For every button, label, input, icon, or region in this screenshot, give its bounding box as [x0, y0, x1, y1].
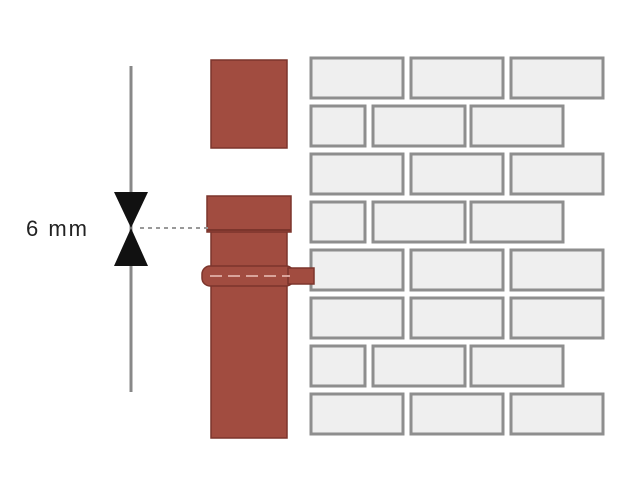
- pipe-upper-segment: [210, 59, 288, 149]
- brick: [309, 296, 405, 340]
- brick: [309, 392, 405, 436]
- brick: [371, 104, 467, 148]
- bracket-fixing: [287, 267, 315, 285]
- arrow-down-triangle-icon: [114, 192, 148, 228]
- arrow-up-triangle-icon: [114, 228, 148, 266]
- pipe-lower: [206, 195, 292, 439]
- brick: [371, 200, 467, 244]
- brick: [309, 152, 405, 196]
- brick: [509, 56, 605, 100]
- pipe-socket: [206, 195, 292, 233]
- brick: [509, 392, 605, 436]
- brick: [309, 248, 405, 292]
- brick: [409, 392, 505, 436]
- brick: [469, 200, 565, 244]
- brick: [409, 248, 505, 292]
- brick: [469, 344, 565, 388]
- brick: [409, 296, 505, 340]
- pipe-lower-body: [210, 227, 288, 439]
- brick: [509, 296, 605, 340]
- brick: [309, 200, 367, 244]
- brick: [509, 152, 605, 196]
- brick: [371, 344, 467, 388]
- brick: [309, 104, 367, 148]
- pipe-bracket: [201, 265, 315, 287]
- brick: [409, 56, 505, 100]
- brick: [509, 248, 605, 292]
- brick-wall: [309, 56, 605, 436]
- brick: [409, 152, 505, 196]
- brick: [469, 104, 565, 148]
- brick: [309, 56, 405, 100]
- dimension-label: 6 mm: [26, 216, 89, 241]
- brick: [309, 344, 367, 388]
